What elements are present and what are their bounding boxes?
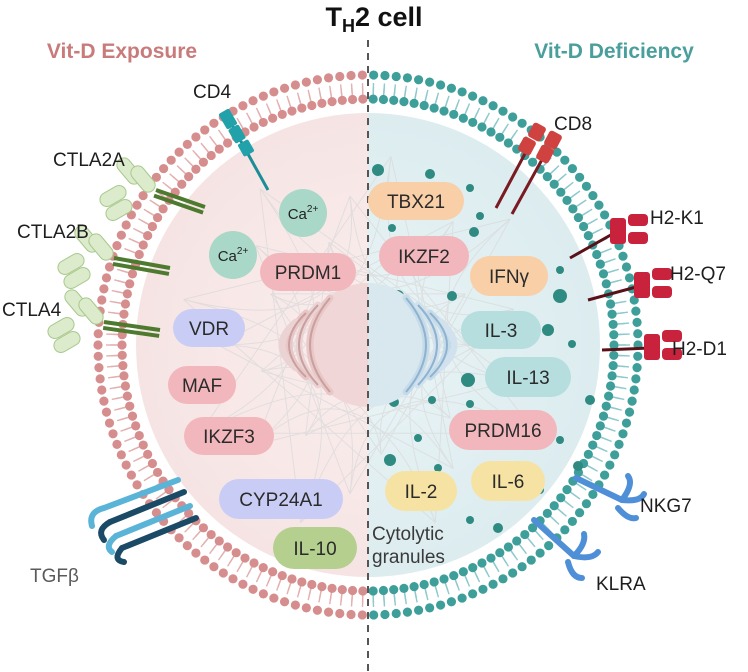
- svg-text:IKZF2: IKZF2: [398, 247, 450, 268]
- pill-il3: IL-3: [461, 311, 541, 349]
- label-nkg7: NKG7: [640, 496, 692, 517]
- pill-il13: IL-13: [485, 357, 571, 397]
- cd8-receptor-icon: [494, 122, 562, 215]
- label-tgfb: TGFβ: [30, 566, 79, 587]
- svg-text:IL-10: IL-10: [293, 539, 336, 560]
- pill-vdr: VDR: [173, 309, 245, 347]
- svg-text:IL-3: IL-3: [485, 321, 518, 342]
- klra-receptor-icon: [531, 517, 601, 581]
- svg-text:IL-13: IL-13: [506, 368, 549, 389]
- pill-il10: IL-10: [273, 527, 357, 569]
- svg-text:PRDM1: PRDM1: [275, 263, 342, 284]
- svg-text:TBX21: TBX21: [387, 192, 445, 213]
- pill-il6: IL-6: [471, 461, 545, 501]
- label-h2-q7: H2-Q7: [670, 264, 726, 285]
- calcium-ion-1: Ca2+: [279, 189, 327, 237]
- tgfb-receptor-icon: [88, 477, 199, 565]
- label-h2-d1: H2-D1: [672, 339, 727, 360]
- label-h2-k1: H2-K1: [650, 208, 704, 229]
- label-ctla2a: CTLA2A: [53, 150, 125, 171]
- pill-maf: MAF: [168, 366, 236, 404]
- label-cytolytic-granules-2: granules: [372, 547, 445, 568]
- svg-text:IKZF3: IKZF3: [203, 427, 255, 448]
- label-cytolytic-granules-1: Cytolytic: [372, 524, 444, 545]
- svg-text:MAF: MAF: [182, 376, 222, 397]
- golgi-right-outline: [405, 297, 448, 393]
- pill-prdm16: PRDM16: [449, 410, 557, 450]
- svg-text:IFNγ: IFNγ: [489, 267, 530, 288]
- cd4-receptor-icon: [219, 108, 270, 191]
- label-cd4: CD4: [193, 82, 231, 103]
- golgi-left-outline: [288, 297, 331, 393]
- label-cd8: CD8: [554, 114, 592, 135]
- label-ctla4: CTLA4: [2, 300, 62, 321]
- ctla-receptors: [47, 157, 206, 353]
- pill-prdm1: PRDM1: [260, 253, 356, 291]
- pill-ifng: IFNγ: [470, 256, 548, 296]
- pill-ikzf3: IKZF3: [184, 417, 274, 455]
- pill-ikzf2: IKZF2: [379, 236, 469, 276]
- svg-text:CYP24A1: CYP24A1: [239, 490, 322, 511]
- pill-il2: IL-2: [385, 471, 457, 511]
- label-klra: KLRA: [596, 574, 646, 595]
- label-ctla2b: CTLA2B: [17, 222, 89, 243]
- svg-text:Ca2+: Ca2+: [218, 246, 249, 265]
- heading-vitd-exposure: Vit-D Exposure: [47, 40, 197, 63]
- membrane-left: [93, 70, 368, 620]
- svg-text:IL-2: IL-2: [405, 482, 438, 503]
- mhc-receptors: [569, 214, 682, 360]
- cell-title: TH2 cell: [325, 2, 422, 36]
- calcium-ion-2: Ca2+: [209, 231, 257, 279]
- pill-cyp24a1: CYP24A1: [219, 479, 343, 519]
- heading-vitd-deficiency: Vit-D Deficiency: [534, 40, 694, 63]
- svg-text:Ca2+: Ca2+: [288, 204, 319, 223]
- pill-tbx21: TBX21: [368, 182, 464, 220]
- svg-text:VDR: VDR: [189, 319, 229, 340]
- nkg7-receptor-icon: [573, 473, 647, 522]
- svg-text:IL-6: IL-6: [492, 472, 525, 493]
- svg-text:PRDM16: PRDM16: [464, 421, 541, 442]
